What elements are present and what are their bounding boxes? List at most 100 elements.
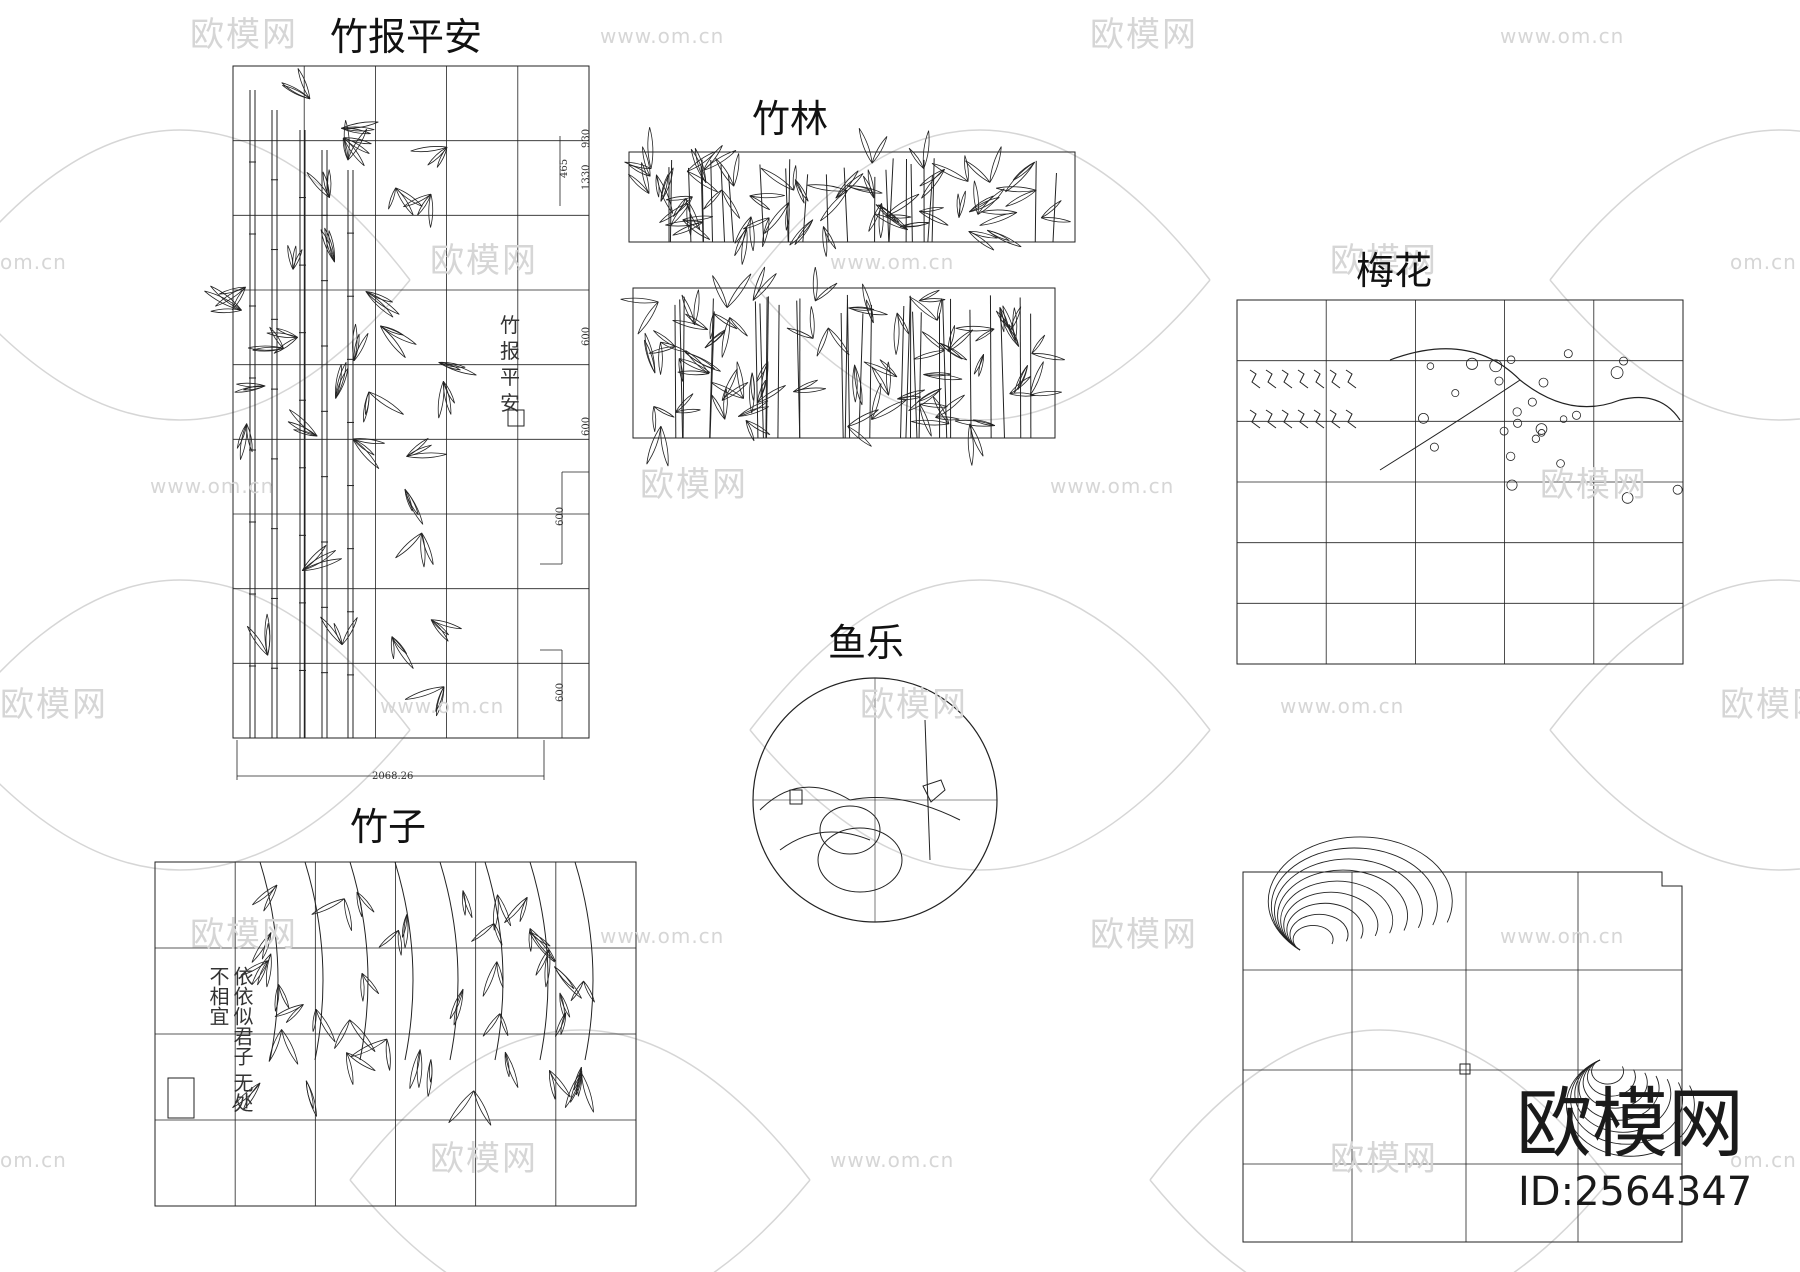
watermark-url: www.om.cn <box>830 1148 955 1172</box>
seal-stamp <box>507 409 525 427</box>
bamboo-branch <box>439 861 459 1061</box>
bamboo-leaf <box>865 299 874 324</box>
bamboo-leaf <box>335 367 349 399</box>
bamboo-stalk <box>709 311 715 439</box>
bamboo-leaf <box>919 207 944 212</box>
dimension-width: 2068.26 <box>372 771 414 782</box>
seal-stamp <box>789 789 803 805</box>
bamboo-leaf <box>871 136 888 164</box>
scroll-curl <box>1292 925 1334 951</box>
scroll-curl <box>1283 891 1379 951</box>
bamboo-leaf <box>989 146 1002 183</box>
bamboo-leaf <box>390 636 395 660</box>
calligraphy-stroke <box>1249 409 1261 429</box>
bamboo-leaf <box>379 325 406 358</box>
bamboo-leaf <box>1031 334 1046 354</box>
watermark-text: 欧模网 <box>0 685 108 725</box>
bamboo-leaf <box>462 890 473 919</box>
bamboo-leaf <box>871 366 889 396</box>
bamboo-leaf <box>721 381 749 401</box>
bamboo-leaf <box>973 419 996 426</box>
bamboo-leaf <box>847 426 872 447</box>
bamboo-stalk <box>720 164 726 243</box>
plum-blossom <box>1571 410 1581 420</box>
watermark-arc <box>0 729 411 871</box>
bamboo-leaf <box>977 188 1005 215</box>
panel-frame <box>232 65 590 739</box>
bamboo-leaf <box>368 391 404 415</box>
panel-frame <box>628 151 1076 243</box>
bamboo-stalk <box>900 306 905 439</box>
plum-branch <box>1389 348 1681 421</box>
bamboo-leaf <box>263 884 278 912</box>
bamboo-leaf <box>809 306 815 339</box>
bamboo-leaf <box>328 230 336 263</box>
bamboo-leaf <box>560 1012 567 1035</box>
bamboo-leaf <box>273 336 298 354</box>
watermark-arc <box>349 1179 811 1272</box>
bamboo-leaf <box>822 226 837 250</box>
bamboo-stalk <box>679 299 684 439</box>
bamboo-leaf <box>292 245 297 270</box>
bamboo-leaf <box>858 127 873 164</box>
bamboo-leaf <box>794 179 809 202</box>
bamboo-leaf <box>734 216 752 244</box>
bamboo-leaf <box>232 1082 261 1109</box>
bamboo-leaf <box>918 298 946 303</box>
lotus-flower <box>922 779 946 803</box>
bamboo-leaf <box>996 186 1037 193</box>
bamboo-leaf <box>341 617 358 646</box>
bamboo-leaf <box>204 290 242 311</box>
bamboo-leaf <box>854 364 863 406</box>
bamboo-leaf <box>231 286 246 311</box>
calligraphy-stroke <box>1265 409 1277 429</box>
bamboo-stalk <box>788 159 791 243</box>
bamboo-leaf <box>939 342 968 361</box>
watermark-url: om.cn <box>1730 250 1797 274</box>
bamboo-leaf <box>453 988 464 1026</box>
bamboo-leaf <box>646 425 662 465</box>
panel-bamboo-forest-bottom <box>620 266 1065 467</box>
bamboo-leaf <box>874 213 908 231</box>
bamboo-leaf <box>637 301 659 335</box>
scroll-curl <box>1566 1059 1695 1157</box>
bamboo-stalk <box>858 313 864 439</box>
bamboo-leaf <box>210 308 242 314</box>
bamboo-leaf <box>559 992 571 1018</box>
bamboo-leaf <box>919 403 948 408</box>
bamboo-leaf <box>416 1049 423 1088</box>
plum-blossom <box>1563 349 1573 359</box>
bamboo-leaf <box>365 291 394 318</box>
bamboo-leaf <box>1012 161 1036 181</box>
watermark-url: www.om.cn <box>150 474 275 498</box>
bamboo-stalk <box>777 304 780 439</box>
bamboo-leaf <box>786 327 814 339</box>
bamboo-leaf <box>919 168 945 187</box>
watermark-arc <box>1549 579 1800 731</box>
bamboo-leaf <box>923 372 952 377</box>
bamboo-leaf <box>577 1066 583 1097</box>
bamboo-leaf <box>435 686 445 712</box>
watermark-arc <box>0 579 411 731</box>
bamboo-leaf <box>504 1051 519 1088</box>
dimension-d3: 1330 <box>581 164 592 190</box>
watermark-url: www.om.cn <box>1500 24 1625 48</box>
plum-blossom <box>1537 429 1546 437</box>
bamboo-leaf <box>955 325 995 332</box>
bamboo-leaf <box>210 285 242 311</box>
bamboo-leaf <box>312 1008 317 1032</box>
bamboo-leaf <box>301 545 327 571</box>
bamboo-leaf <box>347 128 368 161</box>
watermark-arc <box>1549 129 1800 281</box>
anchor-marker <box>1459 1063 1471 1075</box>
bamboo-leaf <box>554 966 575 990</box>
bamboo-leaf <box>438 361 477 376</box>
inscription-bamboo-peace: 竹报平安 <box>500 313 520 415</box>
bamboo-leaf <box>893 312 900 355</box>
bamboo-leaf <box>909 296 938 321</box>
bamboo-leaf <box>660 341 687 353</box>
bamboo-leaf <box>968 196 1000 213</box>
panel-plum <box>1236 299 1684 665</box>
bamboo-leaf <box>931 162 969 182</box>
watermark-text: 欧模网 <box>1540 465 1648 505</box>
